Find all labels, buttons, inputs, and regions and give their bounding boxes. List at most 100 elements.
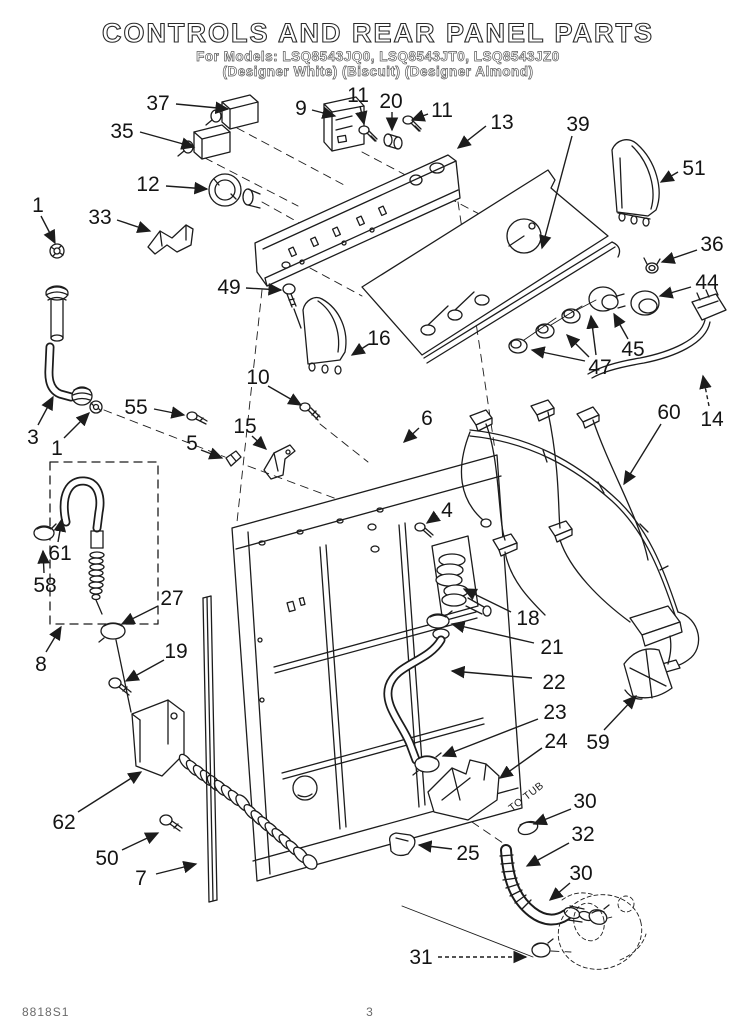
svg-text:30: 30 <box>569 862 592 885</box>
svg-text:24: 24 <box>544 730 568 753</box>
footer: 8818S1 3 <box>22 1005 373 1019</box>
svg-text:10: 10 <box>246 366 269 389</box>
callout-20: 20 <box>379 90 403 132</box>
part-washer-1a <box>49 243 65 259</box>
svg-text:5: 5 <box>186 432 198 455</box>
callout-55: 55 <box>124 396 186 419</box>
part-pump-outline <box>401 892 647 970</box>
part-pump-hose-62 <box>131 699 318 870</box>
part-endcap-51 <box>611 139 660 227</box>
svg-text:62: 62 <box>52 811 75 834</box>
svg-text:55: 55 <box>124 396 147 419</box>
part-clamp-30b <box>588 904 610 925</box>
callout-21: 21 <box>450 620 564 659</box>
callout-16: 16 <box>350 327 391 356</box>
part-screw-49 <box>282 283 302 329</box>
part-screw-50 <box>159 814 183 832</box>
svg-text:61: 61 <box>48 542 71 565</box>
part-cord-bracket-59 <box>623 648 673 700</box>
svg-text:44: 44 <box>695 271 719 294</box>
colors-line: (Designer White) (Biscuit) (Designer Alm… <box>222 64 533 79</box>
svg-text:23: 23 <box>543 701 566 724</box>
svg-text:3: 3 <box>27 426 39 449</box>
part-pushbutton-knobs-47 <box>508 299 597 354</box>
part-bracket-15 <box>263 444 296 480</box>
svg-text:58: 58 <box>33 574 56 597</box>
part-power-cord-14 <box>587 287 727 379</box>
svg-text:30: 30 <box>573 790 596 813</box>
callout-18: 18 <box>462 588 540 630</box>
svg-text:27: 27 <box>160 587 183 610</box>
svg-text:51: 51 <box>682 157 705 180</box>
callout-62: 62 <box>52 771 143 834</box>
part-clamp-58 <box>33 523 57 541</box>
svg-text:36: 36 <box>700 233 723 256</box>
part-drain-hose-kit-8 <box>49 461 159 625</box>
callout-30b: 30 <box>548 862 593 901</box>
part-screw-11a <box>358 125 378 142</box>
svg-text:12: 12 <box>136 173 159 196</box>
part-inlet-hose-3 <box>44 285 93 406</box>
part-screw-11b <box>402 115 422 132</box>
svg-text:22: 22 <box>542 671 565 694</box>
part-endcap-16 <box>302 296 347 375</box>
svg-text:31: 31 <box>409 946 432 969</box>
callout-14: 14 <box>699 374 724 431</box>
page-title: CONTROLS AND REAR PANEL PARTS <box>102 18 654 48</box>
callout-8: 8 <box>35 625 62 676</box>
part-console-bracket-13 <box>254 154 461 287</box>
svg-text:50: 50 <box>95 847 118 870</box>
svg-text:9: 9 <box>295 97 307 120</box>
svg-text:21: 21 <box>540 636 563 659</box>
callout-36: 36 <box>660 233 724 264</box>
svg-text:13: 13 <box>490 111 513 134</box>
callout-1b: 1 <box>51 412 90 460</box>
part-knob-base-45 <box>588 286 626 312</box>
callout-59: 59 <box>586 694 637 754</box>
callout-9: 9 <box>295 97 337 120</box>
callout-58: 58 <box>33 549 57 597</box>
svg-text:1: 1 <box>51 437 63 460</box>
callout-4: 4 <box>425 499 453 524</box>
part-knob-44 <box>630 290 660 316</box>
callouts: 37 35 9 11 20 11 13 39 51 12 1 33 36 49 … <box>27 84 724 969</box>
callout-27: 27 <box>120 587 184 625</box>
callout-1a: 1 <box>32 194 56 245</box>
part-clamp-23 <box>412 752 442 776</box>
callout-6: 6 <box>402 407 433 443</box>
svg-text:4: 4 <box>441 499 453 522</box>
callout-51: 51 <box>659 157 706 183</box>
svg-text:39: 39 <box>566 113 589 136</box>
doc-number: 8818S1 <box>22 1005 69 1019</box>
svg-text:49: 49 <box>217 276 240 299</box>
callout-13: 13 <box>456 111 514 149</box>
part-channel-7 <box>202 595 218 903</box>
part-spacer-20 <box>383 133 403 150</box>
part-temp-switch-35 <box>177 124 231 160</box>
callout-7: 7 <box>135 860 198 890</box>
svg-text:35: 35 <box>110 120 133 143</box>
callout-11b: 11 <box>410 99 453 122</box>
part-rotary-switch-12 <box>208 173 261 209</box>
part-clip-25 <box>388 832 416 857</box>
svg-text:60: 60 <box>657 401 680 424</box>
svg-text:37: 37 <box>146 92 169 115</box>
callout-49: 49 <box>217 276 283 299</box>
svg-text:18: 18 <box>516 607 539 630</box>
part-rear-console-panel-39 <box>361 169 621 364</box>
part-clip-33 <box>147 224 194 255</box>
callout-32: 32 <box>525 823 595 867</box>
callout-11a: 11 <box>347 84 369 126</box>
models-line: For Models: LSQ8543JQ0, LSQ8543JT0, LSQ8… <box>196 49 560 64</box>
part-nozzle-bracket-24 <box>427 759 500 821</box>
callout-24: 24 <box>498 730 568 779</box>
callout-30a: 30 <box>532 790 597 826</box>
callout-39: 39 <box>539 113 590 250</box>
callout-60: 60 <box>623 401 681 486</box>
svg-text:15: 15 <box>233 415 256 438</box>
callout-15: 15 <box>233 415 268 450</box>
callout-31: 31 <box>409 946 528 969</box>
callout-47: 47 <box>530 314 612 379</box>
svg-text:45: 45 <box>621 338 644 361</box>
